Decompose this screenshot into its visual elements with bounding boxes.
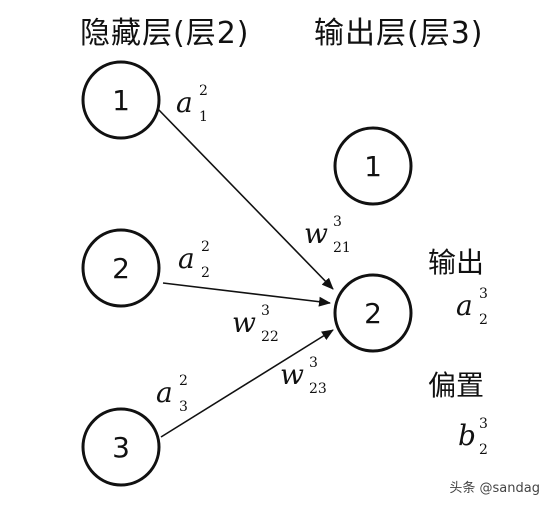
node-label: 1 <box>364 150 382 183</box>
output-label: 输出 <box>428 246 484 279</box>
output-node-2: 2 <box>333 273 413 353</box>
hidden-node-3: 3 <box>81 407 161 487</box>
watermark: 头条 @sandag <box>449 481 540 496</box>
activation-a3-label: a 2 3 <box>156 370 193 415</box>
hidden-node-2: 2 <box>81 228 161 308</box>
node-label: 2 <box>364 297 382 330</box>
activation-a1-label: a 2 1 <box>176 80 213 125</box>
output-node-1: 1 <box>333 126 413 206</box>
bias-symbol: b 3 2 <box>458 413 493 458</box>
edge-h1-o2 <box>156 107 334 290</box>
weight-w23-label: w 3 23 <box>280 352 327 397</box>
hidden-layer-title: 隐藏层(层2) <box>80 16 250 51</box>
bias-label: 偏置 <box>428 369 484 402</box>
activation-a2-label: a 2 2 <box>178 236 215 281</box>
edge-h3-o2 <box>160 329 334 438</box>
edge-h2-o2 <box>162 282 331 307</box>
weight-w21-label: w 3 21 <box>304 211 351 256</box>
node-label: 3 <box>112 431 130 464</box>
output-layer-title: 输出层(层3) <box>314 16 484 51</box>
output-symbol: a 3 2 <box>456 283 493 328</box>
weight-w22-label: w 3 22 <box>232 300 279 345</box>
node-label: 2 <box>112 252 130 285</box>
hidden-node-1: 1 <box>81 60 161 140</box>
node-label: 1 <box>112 84 130 117</box>
